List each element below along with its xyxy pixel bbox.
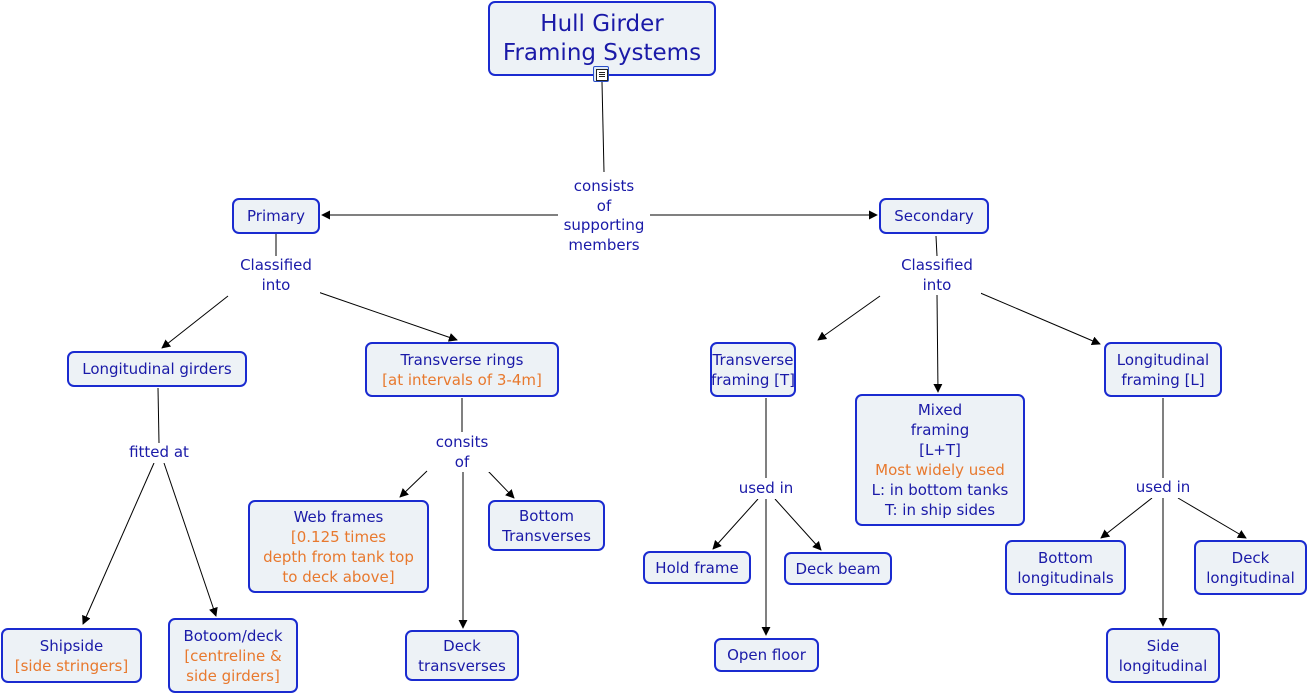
node-title-line-2: Framing Systems [502, 39, 702, 66]
edge-classified-to-long-girders [161, 295, 229, 349]
node-deck-longitudinal[interactable]: Deck longitudinal [1194, 540, 1307, 595]
node-text: Transverse [712, 350, 794, 369]
node-side-longitudinal[interactable]: Side longitudinal [1106, 628, 1220, 683]
node-open-floor[interactable]: Open floor [714, 638, 819, 672]
node-text: Longitudinal [1116, 350, 1210, 369]
link-used-in-longitudinal[interactable]: used in [1128, 478, 1198, 498]
edge-classified-to-trans-rings [317, 291, 458, 342]
node-deck-beam[interactable]: Deck beam [784, 552, 892, 585]
node-longitudinal-girders[interactable]: Longitudinal girders [67, 351, 247, 387]
link-text: supporting [563, 216, 645, 234]
link-text: consists [573, 177, 635, 195]
link-text: Classified [901, 256, 973, 274]
node-note: [centreline & [184, 646, 282, 665]
edge-long-girders-to-fitted [157, 387, 160, 444]
link-text: of [596, 196, 612, 215]
node-bottom-longitudinals[interactable]: Bottom longitudinals [1005, 540, 1126, 595]
link-consists-of-supporting-members[interactable]: consists of supporting members [558, 177, 650, 255]
node-text: Primary [247, 207, 305, 225]
node-hold-frame[interactable]: Hold frame [643, 551, 751, 584]
node-text: Side [1146, 636, 1180, 655]
node-text: transverses [418, 656, 506, 675]
node-hull-girder-framing-systems[interactable]: Hull Girder Framing Systems [488, 1, 716, 76]
node-deck-transverses[interactable]: Deck transverses [405, 630, 519, 681]
node-text: Bottom [518, 506, 575, 525]
node-text: Open floor [727, 646, 806, 664]
node-text: framing [L] [1121, 370, 1205, 389]
node-transverse-framing[interactable]: Transverse framing [T] [710, 342, 796, 397]
edge-root-to-consists [601, 81, 605, 173]
edge-used-to-bottom-long [1100, 497, 1153, 539]
edge-fitted-to-botoom [163, 462, 218, 617]
node-text: Shipside [39, 636, 104, 655]
link-text: of [454, 452, 470, 471]
link-consits-of[interactable]: consits of [428, 433, 496, 472]
node-text: longitudinals [1017, 568, 1114, 587]
node-bottom-transverses[interactable]: Bottom Transverses [488, 500, 605, 551]
node-text: framing [910, 421, 970, 439]
node-title-line-1: Hull Girder [540, 10, 664, 37]
edge-classified-to-long-framing [977, 291, 1101, 345]
link-text: Classified [240, 256, 312, 274]
link-text: used in [1135, 478, 1191, 496]
node-text: Botoom/deck [183, 626, 283, 645]
node-note: depth from tank top [263, 547, 414, 566]
node-web-frames[interactable]: Web frames [0.125 times depth from tank … [248, 500, 429, 593]
node-text: longitudinal [1206, 568, 1295, 587]
link-text: members [568, 235, 640, 254]
link-text: into [922, 275, 952, 294]
node-note: [at intervals of 3-4m] [382, 370, 542, 389]
link-used-in-transverse[interactable]: used in [731, 479, 801, 499]
node-note: Most widely used [875, 461, 1005, 479]
node-note: [side stringers] [14, 656, 129, 675]
edge-classified-to-transverse-framing [817, 295, 881, 341]
node-note: [0.125 times [290, 527, 387, 546]
node-shipside[interactable]: Shipside [side stringers] [1, 628, 142, 683]
node-text: L: in bottom tanks [871, 481, 1009, 499]
link-secondary-classified-into[interactable]: Classified into [893, 256, 981, 295]
node-text: longitudinal [1118, 656, 1208, 675]
link-text: used in [738, 479, 794, 497]
document-resource-icon[interactable] [593, 66, 609, 82]
node-secondary[interactable]: Secondary [879, 198, 989, 234]
node-text: Deck beam [795, 559, 881, 578]
node-text: Transverses [502, 526, 591, 545]
node-transverse-rings[interactable]: Transverse rings [at intervals of 3-4m] [365, 342, 559, 397]
edge-consits-to-bottom-trans [487, 470, 515, 499]
node-primary[interactable]: Primary [232, 198, 320, 234]
edge-secondary-to-classified [935, 235, 938, 257]
link-text: consits [435, 433, 489, 451]
node-text: Web frames [293, 507, 384, 526]
edge-used-to-hold [712, 498, 759, 550]
node-text: Bottom [1037, 548, 1094, 567]
node-note: to deck above] [282, 567, 395, 586]
node-text: Hold frame [655, 558, 739, 577]
edge-used-to-deck-long [1177, 497, 1247, 539]
edge-classified-to-mixed [933, 293, 943, 393]
node-text: Deck [443, 636, 481, 655]
edge-fitted-to-shipside [82, 462, 155, 625]
link-fitted-at[interactable]: fitted at [118, 443, 200, 463]
edge-used-to-deckbeam [774, 498, 822, 551]
edge-consits-to-web [399, 470, 428, 498]
link-text: into [261, 275, 291, 294]
node-text: T: in ship sides [884, 501, 996, 519]
node-text: Deck [1231, 548, 1270, 567]
node-longitudinal-framing[interactable]: Longitudinal framing [L] [1104, 342, 1222, 397]
node-text: Mixed [917, 401, 963, 419]
node-note: side girders] [186, 666, 280, 685]
node-botoom-deck[interactable]: Botoom/deck [centreline & side girders] [168, 618, 298, 693]
node-text: Secondary [894, 207, 974, 225]
node-text: [L+T] [919, 441, 961, 459]
link-primary-classified-into[interactable]: Classified into [232, 256, 320, 295]
node-text: Transverse rings [400, 350, 524, 369]
link-text: fitted at [129, 443, 189, 461]
node-mixed-framing[interactable]: Mixed framing [L+T] Most widely used L: … [855, 394, 1025, 526]
node-text: framing [T] [710, 370, 796, 389]
node-text: Longitudinal girders [82, 360, 232, 378]
